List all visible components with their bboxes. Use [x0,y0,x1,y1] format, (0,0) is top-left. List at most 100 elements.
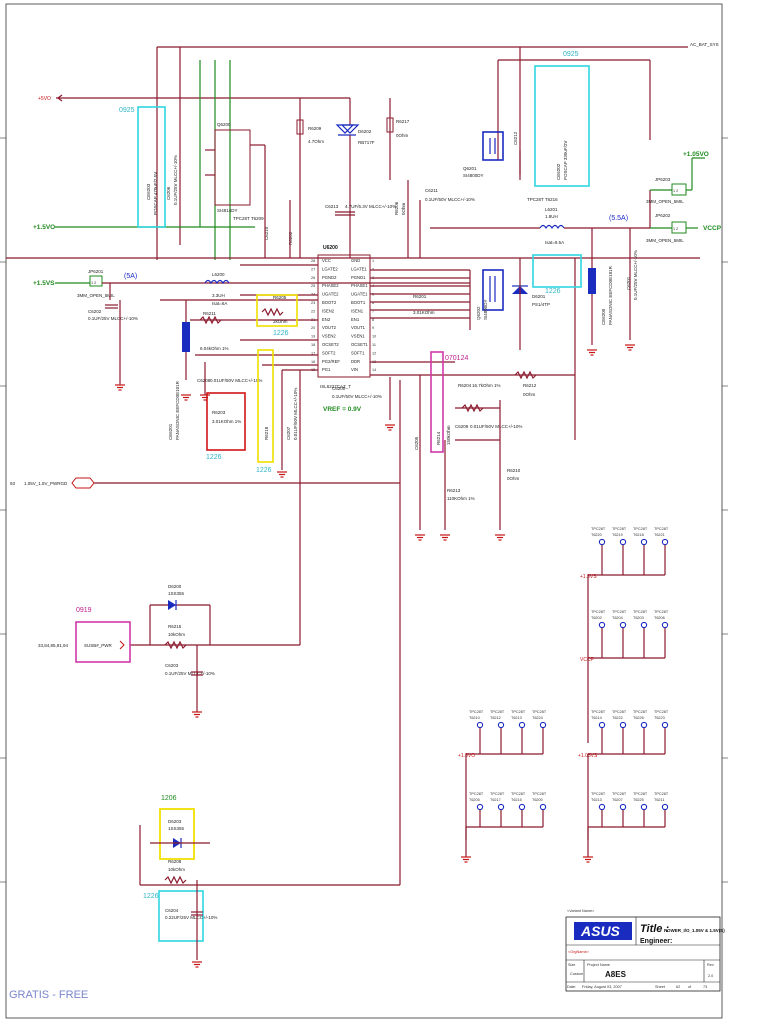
susb-port[interactable]: 0919 33,84,85,91,94 SUSB#_PWR [38,607,131,663]
r6206-ref: R6206 [394,201,399,215]
ic-pin-en2: EN2 [322,317,331,322]
r6206-value: 0Ohm [401,202,406,215]
annotation-070124: 070124 [445,355,468,362]
c6211-ref: C6211 [425,188,438,193]
c6209-ref: C6209 [455,424,469,429]
test-point-pad [640,538,648,546]
test-point-pad [661,621,669,629]
r6215-value: 10kOhm [168,632,185,637]
test-point-pad [497,803,505,811]
ic-pin-number: 22 [311,309,315,313]
test-point-ref: T6206 [654,616,665,620]
r6210-ref: R6210 [507,468,521,473]
c6202-ref: C6202 [88,309,102,314]
test-point-ref: T6213 [591,798,602,802]
ic-pin-phase1: PHASE1 [351,283,368,288]
ground-symbol [587,349,597,356]
project-value: A8ES [605,970,627,979]
ic-right-wiring [370,258,576,440]
d6200-ref: D6200 [168,584,182,589]
project-label: Project Name [587,963,610,967]
left-mid-components: TPC28T T6209 C6210 R6202 [233,200,293,258]
c6206-value: 0.1UF/25V MLCC+/-10% [173,155,178,205]
variant-name: <Variant Name> [567,909,595,913]
pwrgd-port[interactable]: 93 1.05V_1.5V_PWRGD [10,477,400,489]
test-point-pad [661,803,669,811]
annotation-1226-mid: 1226 [273,330,289,337]
r6214-ref: R6214 [436,431,441,445]
ce6200-ref: CE6200 [601,308,606,325]
d6202-part: RB717F [358,140,375,145]
test-point-ref: T6223 [654,716,665,720]
ic-pin-number: 26 [311,276,315,280]
c6200-group: C6200 0.1UF/50V MLCC+/-10% [332,377,391,420]
ic-part: ISL6227CAZ_T [320,384,351,389]
pwrgd-ref: 93 [10,481,16,486]
test-point-label: TPC28T [591,527,606,531]
ic-pin-lgate1: LGATE1 [351,266,367,271]
test-point-ref: T6202 [591,616,602,620]
c6207-ref: C6207 [286,426,291,440]
c6208-group: C6208 0.01UF/50V MLCC+/-10% [197,362,262,395]
of-label: of [688,985,692,989]
ground-symbol [440,534,450,541]
ce6201-ref: CE6201 [168,423,173,440]
rail-label-5vo: +5VO [38,96,51,102]
q6200-part: SI4814DY [217,208,238,213]
ground-symbol [583,856,593,863]
test-point-pad [598,538,606,546]
ground-symbol [461,856,471,863]
test-point-pad [619,538,627,546]
d6201-part: PS1/4TP [532,302,550,307]
test-point-label: TPC28T [511,792,526,796]
ic-pin-isen2: ISEN2 [322,308,335,313]
c6208-ref: C6208 [197,378,211,383]
svg-text:1 2: 1 2 [91,281,96,285]
test-point-pad [640,721,648,729]
mid-top-caps: C6213 4.7UF/6.3V MLCC+/-10% C6211 0.1UF/… [325,180,475,258]
d6203-ref: D6203 [168,819,182,824]
test-point-label: TPC28T [654,610,669,614]
ic-pin-soft2: SOFT2 [322,350,336,355]
ic-pin-vout1: VOUT1 [351,325,366,330]
test-point-group: TPC28TT6210TPC28TT6212TPC28TT6213TPC28TT… [458,710,547,840]
r6214-value: 150kOhm [446,425,451,445]
ce6203-group: 0925 CE6203 POSCAP 470uF/2.5V C6206 0.1U… [119,106,178,228]
c6204-group: 1226 C6204 0.22UF/25V MLCC+/-10% [143,880,217,960]
test-point-ref: T6203 [633,616,644,620]
test-point-label: TPC28T [654,527,669,531]
test-point-pad [598,803,606,811]
r6218-ref: R6218 [264,426,269,440]
ac-bat-sys-rail: AC_BAT_SYS [156,42,719,260]
ce6202-value: POSCAP 330uF/2V [563,141,568,180]
ic-pin-ocset2: OCSET2 [322,342,339,347]
test-point-ref: T6222 [612,716,623,720]
upper-center-passives: R6209 4.7Ohm D6202 RB717F R6217 0Ohm [296,98,410,258]
test-point-label: TPC28T [633,527,648,531]
sheet-value: 62 [676,985,680,989]
ic-pin-number: 12 [372,351,376,355]
engineer-value: <OrgName> [568,950,590,954]
left-upper-nets [6,257,700,300]
ce6202-group: 0925 CE6202 POSCAP 330uF/2V [534,51,590,187]
test-point-label: TPC28T [591,792,606,796]
ic-pin-number: 14 [372,368,376,372]
jp6203-value: 3MM_OPEN_5MIL [646,199,684,204]
r6208-value: 10kOhm [168,867,185,872]
c6200-value: 0.1UF/50V MLCC+/-10% [332,394,382,399]
l6200-value: 3.3UH [212,293,225,298]
ce6201-group: CE6201 PANASONIC EEFCD0E101R [168,300,190,440]
d6203-part: 1SS355 [168,826,185,831]
tpc-t6216: TPC28T T6216 [527,197,558,202]
c6202-group: C6202 0.1UF/25V MLCC+/-10% [88,300,138,385]
ce6200-value: PANASONIC EEFCD0E181R [608,265,613,325]
l6200-group: L6200 3.3UH Isat=6A [204,272,230,306]
test-point-label: TPC28T [612,792,627,796]
rail-label-vccp: VCCP [703,225,722,232]
test-point-ref: T6218 [633,533,644,537]
q6200-ref: Q6200 [217,122,231,127]
d6201-ref: D6201 [532,294,546,299]
ic-pin-vsen1: VSEN1 [351,334,365,339]
test-point-label: TPC28T [612,610,627,614]
test-point-pad [619,803,627,811]
